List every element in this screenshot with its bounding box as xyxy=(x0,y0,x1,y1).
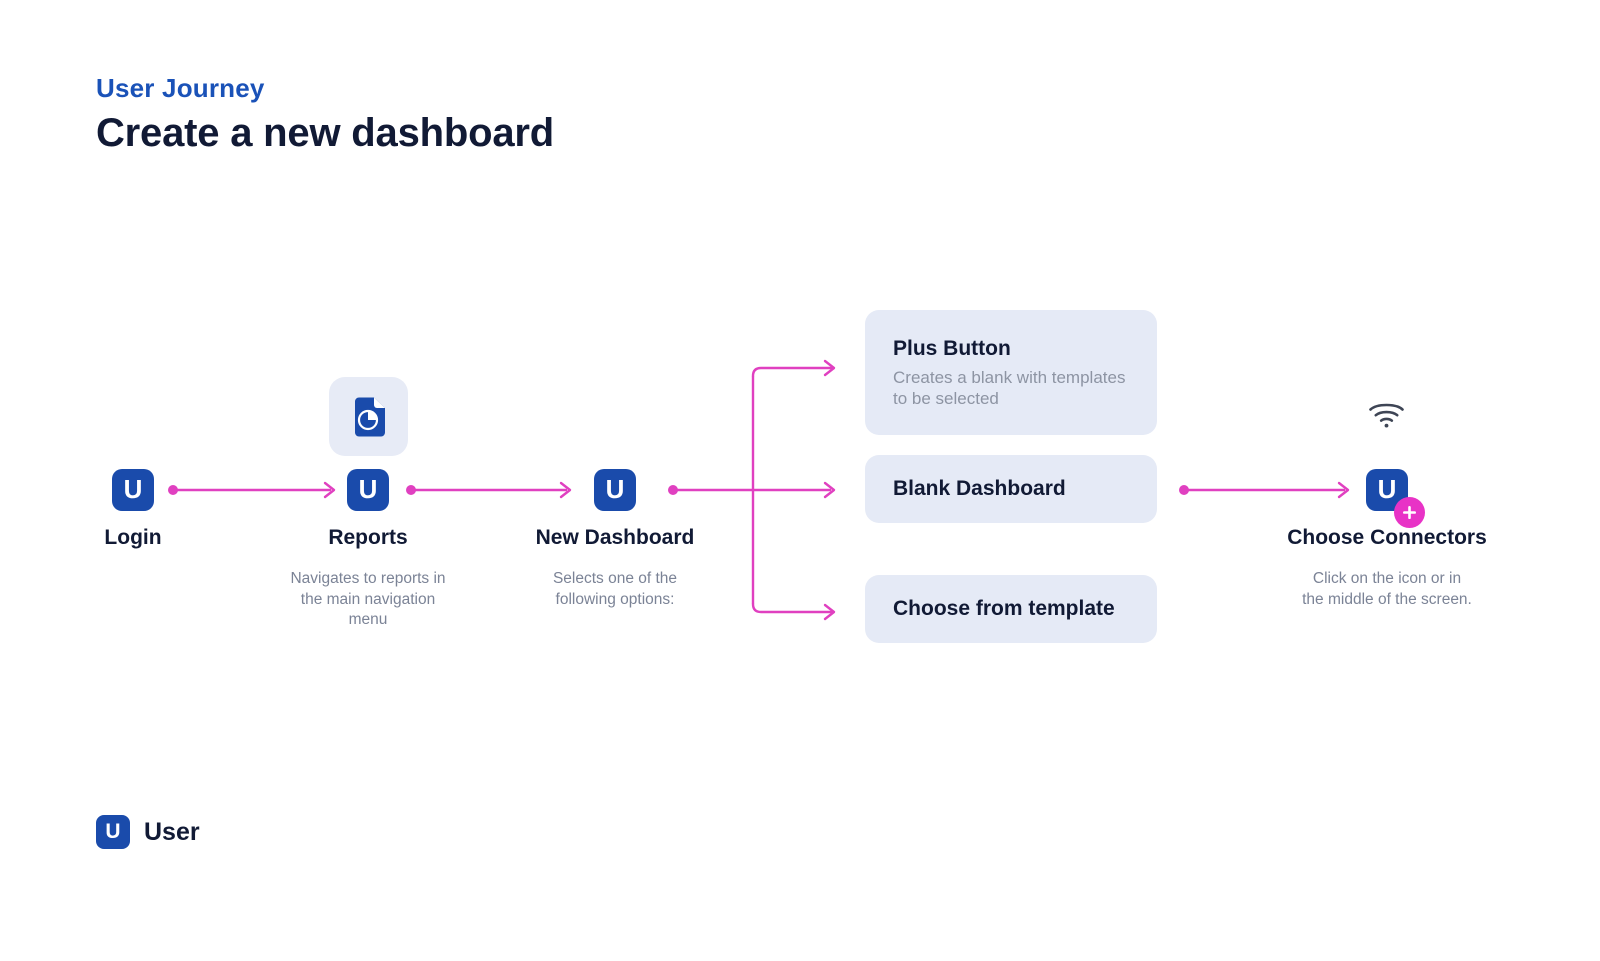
user-u-icon: U xyxy=(96,815,130,849)
flow-node-label-choose-connectors: Choose Connectors xyxy=(1287,526,1487,549)
page-header: User Journey Create a new dashboard xyxy=(96,73,554,156)
option-card-plus-button[interactable]: Plus Button Creates a blank with templat… xyxy=(865,310,1157,435)
option-card-title: Blank Dashboard xyxy=(893,477,1066,501)
option-card-blank-dashboard[interactable]: Blank Dashboard xyxy=(865,455,1157,523)
user-u-icon: U xyxy=(112,469,154,511)
legend-label: User xyxy=(144,817,200,846)
report-document-tile xyxy=(329,377,408,456)
user-u-icon: U xyxy=(1366,469,1408,511)
flow-node-label-reports: Reports xyxy=(328,526,408,549)
page-title: Create a new dashboard xyxy=(96,110,554,155)
report-document-pie-icon xyxy=(354,397,385,436)
wifi-icon xyxy=(1368,401,1405,434)
flow-node-desc-reports: Navigates to reports in the main navigat… xyxy=(290,570,446,629)
flow-node-new-dashboard[interactable]: U New Dashboard Selects one of the follo… xyxy=(505,469,725,610)
choose-connectors-icon-wrap: U xyxy=(1366,469,1425,528)
option-card-title: Choose from template xyxy=(893,597,1115,621)
flow-node-desc-new-dashboard: Selects one of the following options: xyxy=(552,570,678,608)
plus-icon xyxy=(1403,506,1416,519)
new-dashboard-icon-wrap: U xyxy=(594,469,636,511)
user-u-icon: U xyxy=(594,469,636,511)
flow-node-choose-connectors[interactable]: U Choose Connectors Click on the icon or… xyxy=(1277,469,1497,610)
flow-node-reports[interactable]: U Reports Navigates to reports in the ma… xyxy=(258,469,478,631)
reports-icon-wrap: U xyxy=(347,469,389,511)
flow-node-desc-choose-connectors: Click on the icon or in the middle of th… xyxy=(1302,570,1472,608)
option-card-title: Plus Button xyxy=(893,337,1011,361)
login-icon-wrap: U xyxy=(112,469,154,511)
flow-node-login[interactable]: U Login xyxy=(23,469,243,569)
add-connector-plus-button[interactable] xyxy=(1394,497,1425,528)
option-card-subtitle: Creates a blank with templates to be sel… xyxy=(893,368,1126,408)
legend: U User xyxy=(96,815,200,849)
flow-node-label-new-dashboard: New Dashboard xyxy=(535,526,695,549)
eyebrow-label: User Journey xyxy=(96,73,265,103)
option-card-choose-from-template[interactable]: Choose from template xyxy=(865,575,1157,643)
user-u-icon: U xyxy=(347,469,389,511)
flow-node-label-login: Login xyxy=(104,526,162,549)
